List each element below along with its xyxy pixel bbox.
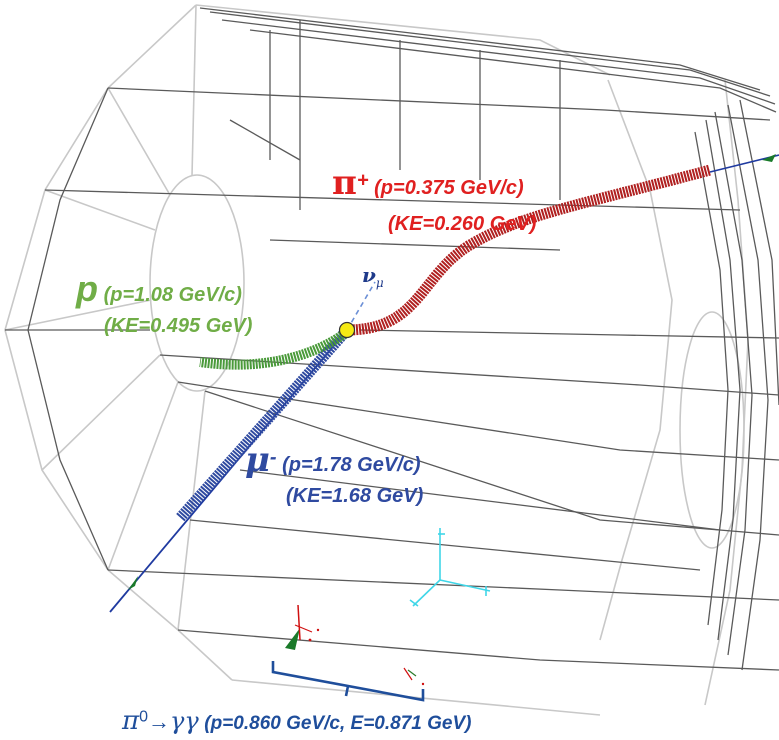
- decay-arrow: →: [148, 709, 170, 734]
- photon-showers: [285, 604, 425, 686]
- muon-label: μ- (p=1.78 GeV/c): [245, 440, 421, 480]
- neutrino-track: [346, 281, 376, 331]
- proton-label: p (p=1.08 GeV/c): [76, 268, 242, 310]
- neutrino-label: νμ: [362, 263, 384, 290]
- muon-momentum: (p=1.78 GeV/c): [282, 454, 421, 476]
- neutrino-flavor: μ: [375, 276, 384, 290]
- pion-plus-track: [346, 154, 779, 336]
- muon-track: [109, 326, 352, 613]
- interaction-vertex: [338, 321, 356, 339]
- detector-frame-inner: [5, 7, 779, 671]
- pizero-label: π0→γγ (p=0.860 GeV/c, E=0.871 GeV): [122, 706, 471, 736]
- proton-momentum: (p=1.08 GeV/c): [103, 284, 242, 306]
- coordinate-axes: [409, 528, 491, 607]
- proton-track: [199, 327, 350, 370]
- neutrino-symbol: ν: [362, 263, 376, 287]
- pizero-superscript: 0: [139, 708, 148, 726]
- pion-plus-label: π+ (p=0.375 GeV/c): [332, 163, 524, 203]
- pizero-detail: (p=0.860 GeV/c, E=0.871 GeV): [204, 713, 472, 734]
- pion-plus-ke-label: (KE=0.260 GeV): [388, 213, 537, 235]
- muon-symbol: μ: [245, 440, 270, 480]
- pizero-symbol: π: [122, 706, 140, 736]
- detector-frame-outer: [4, 4, 749, 716]
- proton-symbol: p: [76, 268, 98, 309]
- pizero-products: γγ: [170, 707, 199, 735]
- pion-plus-symbol: π: [332, 163, 357, 203]
- muon-charge: -: [269, 446, 277, 469]
- pion-plus-momentum: (p=0.375 GeV/c): [374, 177, 524, 199]
- proton-ke-label: (KE=0.495 GeV): [104, 315, 253, 337]
- pion-plus-charge: +: [356, 169, 369, 192]
- pizero-bracket: [271, 661, 425, 702]
- muon-ke-label: (KE=1.68 GeV): [286, 485, 424, 507]
